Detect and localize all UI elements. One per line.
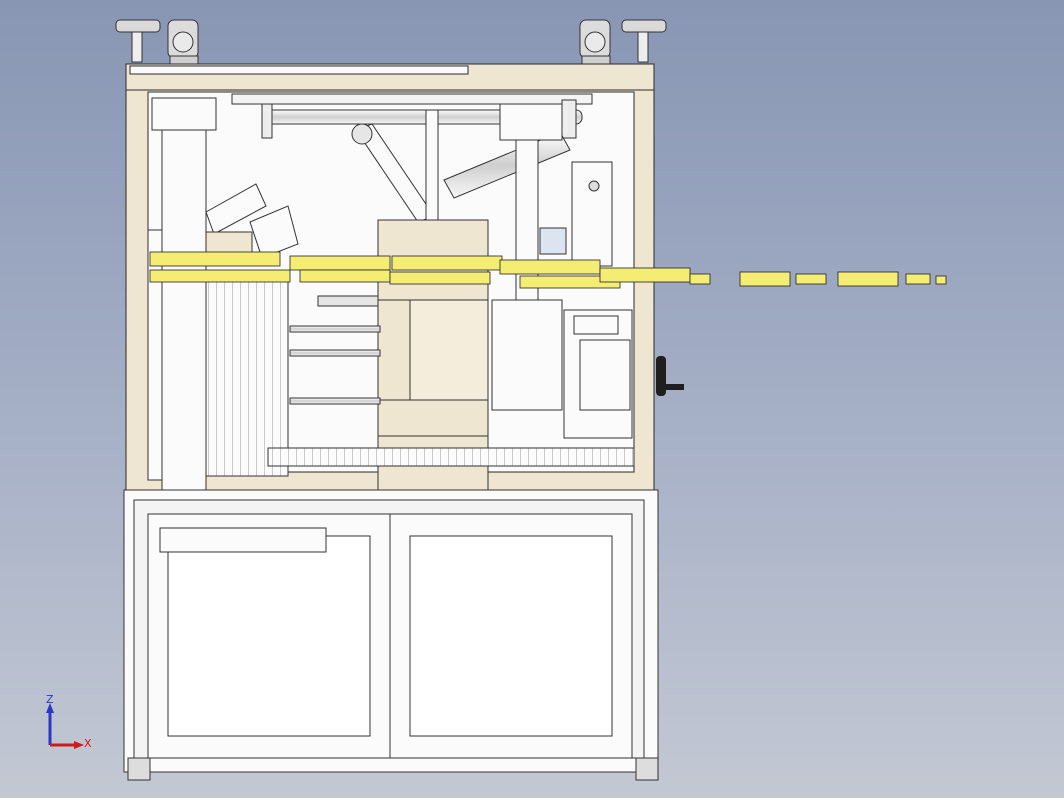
annotation-callouts[interactable] xyxy=(149,251,947,289)
linear-rails[interactable] xyxy=(289,295,381,405)
cabinet-door-right[interactable] xyxy=(389,513,633,759)
cabinet-door-left[interactable] xyxy=(147,513,391,759)
hand-crank[interactable] xyxy=(656,356,684,396)
right-mechanism[interactable] xyxy=(491,139,633,439)
conveyor-chain[interactable] xyxy=(267,447,635,467)
ribbed-plate-stack[interactable] xyxy=(205,275,289,477)
axis-triad: Z X xyxy=(46,695,92,750)
x-axis-head xyxy=(74,741,84,749)
z-axis-label: Z xyxy=(46,695,54,706)
left-column[interactable] xyxy=(147,97,217,491)
linkage-arm[interactable] xyxy=(351,109,439,223)
caster-wheel-left[interactable] xyxy=(167,19,199,65)
leveling-foot-right[interactable] xyxy=(621,19,667,63)
z-axis-head xyxy=(46,703,54,713)
x-axis-label: X xyxy=(84,737,92,750)
leveling-foot-left[interactable] xyxy=(115,19,161,63)
caster-wheel-right[interactable] xyxy=(579,19,611,65)
lower-cabinet[interactable] xyxy=(123,489,659,781)
